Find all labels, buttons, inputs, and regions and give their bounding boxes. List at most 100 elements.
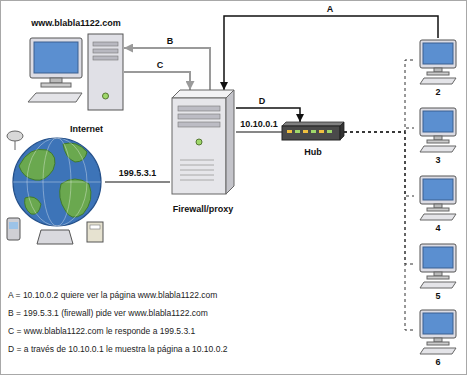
legend-note: A = 10.10.0.2 quiere ver la página www.b… (8, 290, 217, 301)
vent-slot (180, 160, 214, 161)
vent-slot (180, 180, 214, 181)
workstation: 3 (414, 106, 462, 166)
keyboard (420, 348, 456, 354)
monitor-screen (423, 179, 453, 200)
tower-front (172, 98, 226, 194)
node-label: 6 (414, 357, 462, 368)
node-label: 2 (414, 87, 462, 98)
node-label: www.blabla1122.com (28, 18, 124, 29)
connector-label: 199.5.3.1 (118, 168, 158, 179)
power-button (103, 93, 109, 99)
tower-side (226, 90, 234, 194)
lan-cable (344, 60, 414, 132)
workstation: 5 (414, 242, 462, 302)
internet-globe: Internet (5, 122, 105, 246)
keyboard (420, 78, 456, 84)
monitor-stand (434, 68, 442, 72)
connector-label: B (166, 36, 175, 47)
tower-case (88, 34, 123, 110)
vent-slot (180, 175, 214, 176)
port-light (311, 130, 316, 133)
monitor-stand (50, 78, 62, 83)
connector-label: C (156, 60, 165, 71)
workstation: 2 (414, 38, 462, 98)
lan-cable (344, 132, 414, 330)
keyboard (420, 214, 456, 220)
wan-link (105, 181, 170, 182)
connector-label: D (258, 96, 267, 107)
tower-top (172, 90, 234, 98)
node-label: Hub (282, 147, 344, 158)
drive-bay (178, 122, 220, 127)
equator (13, 182, 101, 183)
workstation: 6 (414, 308, 462, 368)
globe (13, 138, 101, 226)
port-light (295, 130, 300, 133)
port-light (319, 130, 324, 133)
keyboard (420, 146, 456, 152)
node-label: 5 (414, 291, 462, 302)
monitor-base (427, 140, 449, 143)
continent (19, 149, 55, 180)
monitor-screen (34, 42, 78, 73)
server-icon (28, 18, 124, 114)
vent-slot (180, 165, 214, 166)
node-label: Internet (70, 124, 103, 135)
monitor-case (420, 40, 456, 68)
lan-cable (344, 128, 414, 132)
drive-bay (93, 49, 118, 53)
monitor-screen (423, 247, 453, 268)
drive-bay (178, 114, 220, 119)
monitor-base (427, 72, 449, 75)
monitor-stand (434, 136, 442, 140)
monitor-screen (423, 111, 453, 132)
web-server: www.blabla1122.com (28, 18, 124, 114)
monitor-stand (434, 338, 442, 342)
hub-body (282, 126, 340, 140)
port-light (327, 130, 332, 133)
proxy-request-arrow (124, 48, 210, 90)
vent-slot (180, 170, 214, 171)
monitor-stand (434, 272, 442, 276)
hub-side (340, 122, 344, 140)
continent (60, 179, 91, 217)
port-light (287, 130, 292, 133)
request-arrow (224, 16, 438, 90)
network-hub: Hub (282, 122, 344, 158)
globe-icon (5, 122, 105, 246)
dish-mast (15, 141, 16, 150)
drive-bay (93, 56, 118, 60)
node-label: 3 (414, 155, 462, 166)
legend-note: C = www.blabla1122.com le responde a 199… (8, 326, 195, 337)
monitor-stand (434, 204, 442, 208)
node-label: 4 (414, 223, 462, 234)
power-button (196, 139, 202, 145)
legend-note: B = 199.5.3.1 (firewall) pide ver www.bl… (8, 308, 208, 319)
workstation: 4 (414, 174, 462, 234)
continent (63, 143, 87, 162)
lan-cable (344, 132, 414, 264)
connector-label: A (326, 4, 335, 15)
monitor-case (30, 38, 82, 78)
monitor-base (427, 208, 449, 211)
port-light (303, 130, 308, 133)
drive-bay (178, 106, 220, 111)
lan-cable (344, 132, 414, 196)
continent (25, 197, 41, 214)
keyboard (420, 282, 456, 288)
connector-label: 10.10.0.1 (239, 119, 279, 130)
monitor-screen (423, 313, 453, 334)
firewall-proxy: Firewall/proxy (170, 90, 236, 215)
lan-link (236, 131, 282, 132)
monitor-case (420, 244, 456, 272)
legend-note: D = a través de 10.10.0.1 le muestra la … (8, 344, 228, 355)
monitor-base (41, 83, 71, 87)
phone (7, 218, 20, 240)
firewall-icon (170, 90, 236, 215)
fax-machine (87, 222, 103, 242)
paper-tray (90, 225, 100, 229)
response-arrow (124, 72, 190, 90)
keyboard (28, 93, 82, 102)
